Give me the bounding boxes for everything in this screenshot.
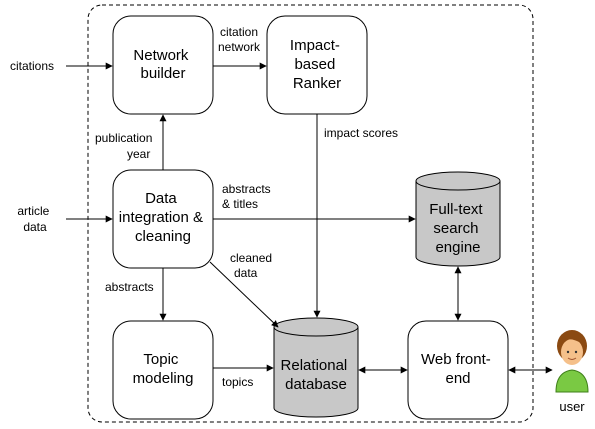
fulltext-line-2: search xyxy=(433,220,478,237)
edge-label-publication-year-1: publication xyxy=(95,131,152,145)
impact-ranker-line-1: Impact- xyxy=(290,37,340,54)
fulltext-search-db: Full-text search engine xyxy=(415,171,501,267)
data-integration-line-3: cleaning xyxy=(135,228,191,245)
article-data-line-1: article xyxy=(17,204,49,218)
edge-label-publication-year-2: year xyxy=(127,147,150,161)
svg-text:Web front- end: Web front- end xyxy=(421,351,495,387)
svg-text:Data integration &: Data integration & cleaning xyxy=(119,190,207,245)
svg-text:abstracts & titles: abstracts & titles xyxy=(222,182,274,211)
relational-db-line-1: Relational xyxy=(281,357,348,374)
svg-text:Impact- based Rank: Impact- based Ranker xyxy=(290,37,344,92)
edge-label-cleaned-data-2: data xyxy=(234,266,258,280)
relational-database-db: Relational database xyxy=(273,317,359,418)
impact-ranker-node: Impact- based Ranker xyxy=(266,15,368,115)
fulltext-line-3: engine xyxy=(435,239,480,256)
edge-label-abstracts: abstracts xyxy=(105,280,154,294)
citations-input-label: citations xyxy=(10,59,54,73)
web-frontend-line-2: end xyxy=(445,370,470,387)
svg-text:Relational database: Relational database xyxy=(281,357,352,393)
topic-modeling-line-1: Topic xyxy=(143,351,179,368)
article-data-line-2: data xyxy=(23,220,47,234)
network-builder-line-2: builder xyxy=(140,65,185,82)
impact-ranker-line-2: based xyxy=(294,56,335,73)
topic-modeling-line-2: modeling xyxy=(133,370,194,387)
edge-label-impact-scores: impact scores xyxy=(324,126,398,140)
edge-label-citation-network-1: citation xyxy=(220,25,258,39)
edge-label-abstracts-titles-2: & titles xyxy=(222,197,258,211)
web-frontend-line-1: Web front- xyxy=(421,351,491,368)
data-integration-line-2: integration & xyxy=(119,209,203,226)
user-icon xyxy=(555,330,589,393)
user-label: user xyxy=(559,399,585,414)
edge-label-abstracts-titles-1: abstracts xyxy=(222,182,271,196)
svg-text:citation network: citation network xyxy=(218,25,261,54)
edge-label-citation-network-2: network xyxy=(218,40,261,54)
topic-modeling-node: Topic modeling xyxy=(112,320,214,420)
network-builder-line-1: Network xyxy=(133,47,189,64)
data-integration-node: Data integration & cleaning xyxy=(112,169,214,269)
relational-db-line-2: database xyxy=(285,376,347,393)
data-integration-line-1: Data xyxy=(145,190,177,207)
svg-text:Network builder: Network builder xyxy=(133,47,192,82)
svg-text:publication year: publication year xyxy=(95,131,156,161)
arrow-integration-to-relational-db xyxy=(209,261,279,328)
edge-label-topics: topics xyxy=(222,375,253,389)
svg-text:Full-text search e: Full-text search engine xyxy=(429,201,487,256)
system-boundary xyxy=(87,4,534,423)
svg-text:cleaned data: cleaned data xyxy=(230,251,275,280)
svg-text:Topic modeling: Topic modeling xyxy=(133,351,194,387)
web-frontend-node: Web front- end xyxy=(407,320,509,420)
svg-text:article data: article data xyxy=(17,204,52,234)
network-builder-node: Network builder xyxy=(112,15,214,115)
edge-label-cleaned-data-1: cleaned xyxy=(230,251,272,265)
fulltext-line-1: Full-text xyxy=(429,201,483,218)
impact-ranker-line-3: Ranker xyxy=(293,75,341,92)
